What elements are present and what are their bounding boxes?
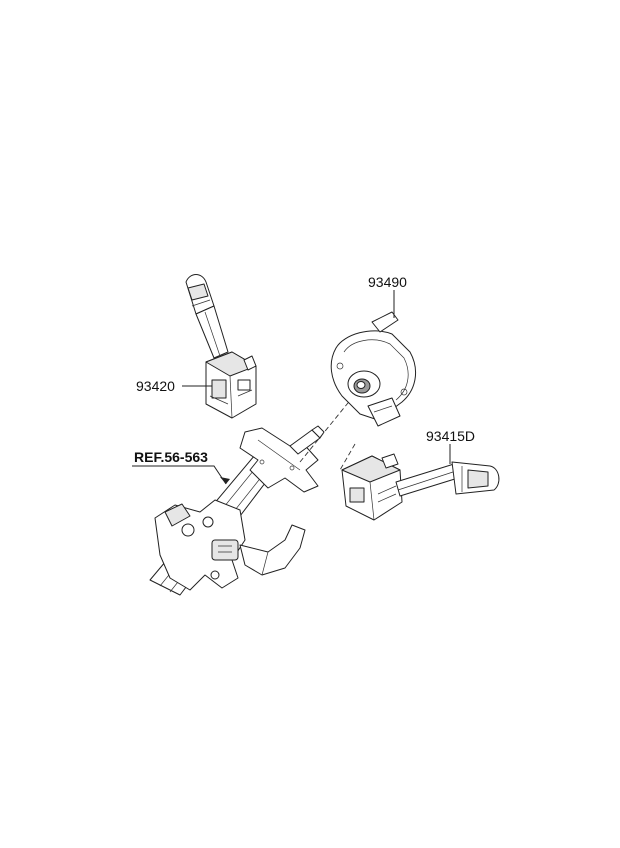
label-clock-spring[interactable]: 93490 xyxy=(368,274,407,290)
label-left-switch[interactable]: 93420 xyxy=(136,378,175,394)
leader-ref-arrow xyxy=(220,477,230,484)
label-right-switch[interactable]: 93415D xyxy=(426,428,475,444)
left-combination-switch xyxy=(185,274,257,419)
label-column-ref[interactable]: REF.56-563 xyxy=(134,449,208,465)
leader-ref xyxy=(132,465,227,485)
clock-spring xyxy=(330,311,417,427)
assembly-axis-2 xyxy=(339,443,356,471)
steering-column xyxy=(149,425,325,596)
right-combination-switch xyxy=(341,453,500,521)
assembly-axis xyxy=(299,397,353,463)
